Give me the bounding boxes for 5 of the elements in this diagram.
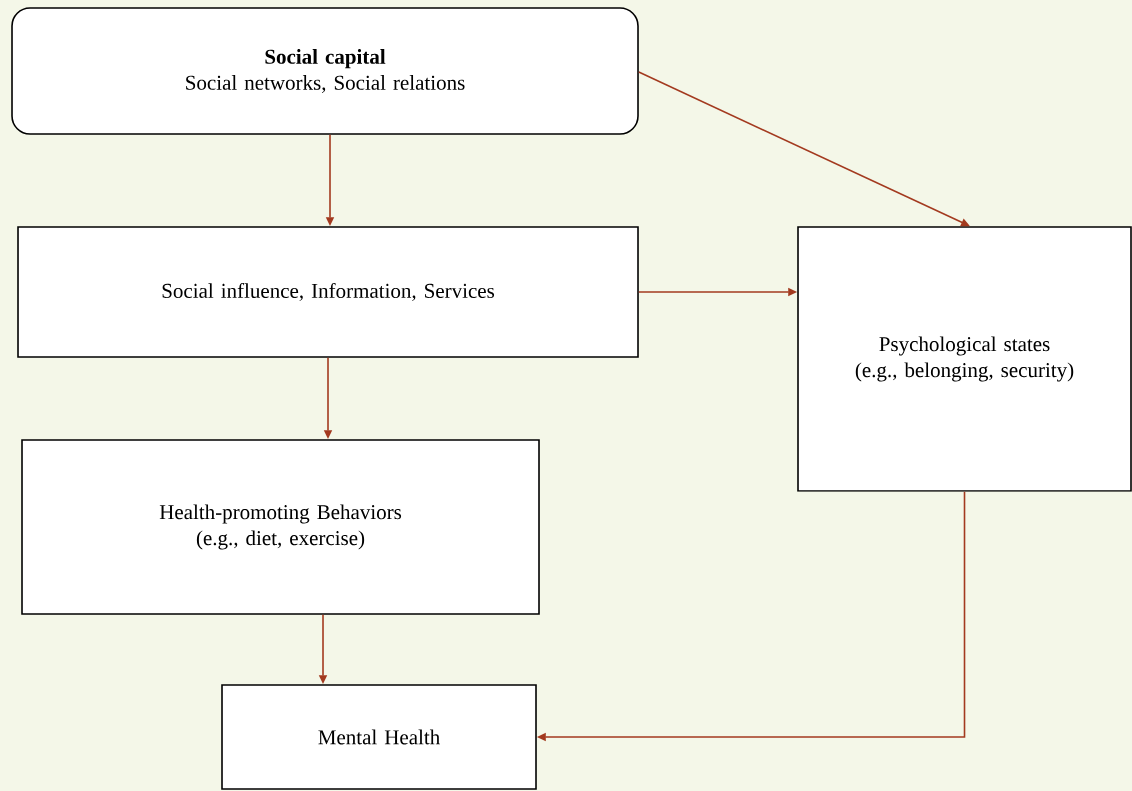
process-box: Psychological states (e.g., belonging, security) bbox=[797, 226, 1132, 492]
process-box: Social influence, Information, Services bbox=[17, 226, 639, 358]
process-box: Mental Health bbox=[221, 684, 537, 790]
rounded-box: Social capital Social networks, Social relations bbox=[11, 7, 639, 135]
process-box: Health-promoting Behaviors (e.g., diet, exercise) bbox=[21, 439, 540, 615]
